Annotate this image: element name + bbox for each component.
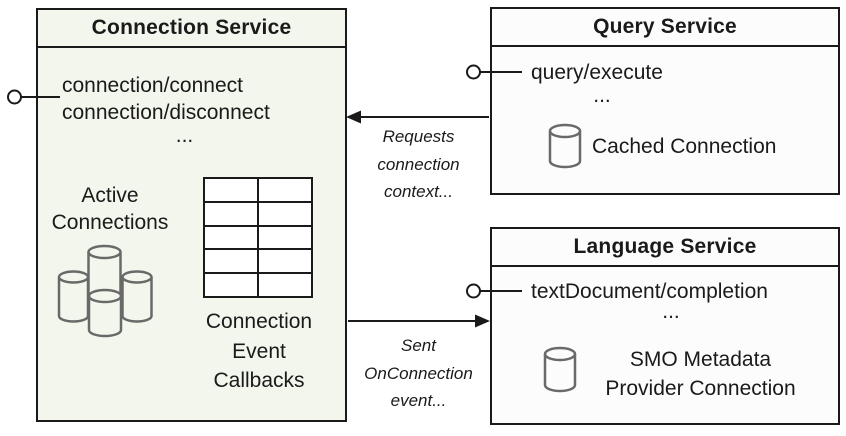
grid-cell [259, 250, 311, 273]
grid-cell [205, 274, 257, 296]
connection-event-callbacks-label: Connection Event Callbacks [205, 310, 313, 392]
grid-cell [205, 179, 257, 201]
grid-cell [205, 250, 257, 273]
method-connection-disconnect: connection/disconnect [62, 101, 270, 124]
cached-connection-label: Cached Connection [592, 135, 777, 158]
query-methods-ellipsis: ... [593, 84, 611, 107]
grid-cell [259, 179, 311, 201]
arrow-requests-connection-context [346, 110, 489, 124]
sent-onconnection-event-caption: Sent OnConnection event... [364, 336, 473, 410]
method-connection-connect: connection/connect [62, 74, 243, 97]
active-connections-label: Active Connections [51, 184, 169, 234]
arrowhead-left-icon [346, 110, 361, 124]
query-service-box: Query Service [490, 7, 840, 195]
grid-cell [259, 274, 311, 296]
requests-connection-context-caption: Requests connection context... [377, 127, 460, 201]
grid-cell [205, 226, 257, 249]
grid-cell [205, 202, 257, 225]
grid-cell [259, 226, 311, 249]
smo-metadata-provider-connection-label: SMO Metadata Provider Connection [605, 348, 796, 400]
method-textdocument-completion: textDocument/completion [531, 280, 768, 303]
language-methods-ellipsis: ... [662, 300, 680, 323]
connection-table-grid [203, 177, 313, 298]
language-service-title: Language Service [492, 229, 838, 267]
arrow-sent-onconnection-event [348, 314, 490, 328]
grid-cell [259, 202, 311, 225]
query-service-title: Query Service [492, 9, 838, 47]
method-query-execute: query/execute [531, 61, 663, 84]
connection-methods-ellipsis: ... [175, 124, 194, 147]
connection-service-title: Connection Service [38, 10, 345, 48]
arrowhead-right-icon [475, 314, 490, 328]
